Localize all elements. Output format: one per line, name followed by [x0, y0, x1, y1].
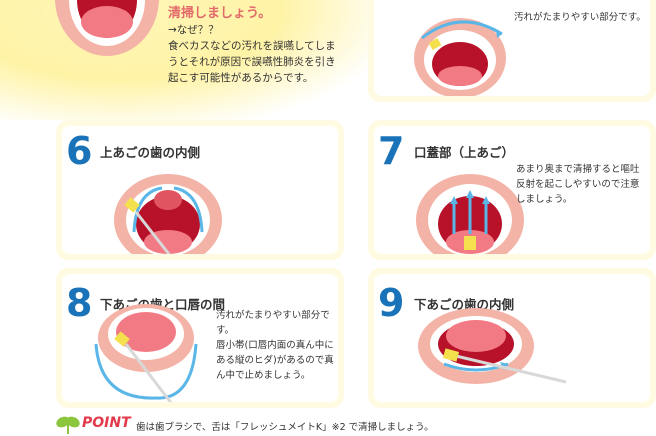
card-8-number: 8 — [66, 281, 92, 325]
leaf-icon — [56, 416, 80, 434]
point-text: 歯は歯ブラシで、舌は「フレッシュメイトK」※2 で清掃しましょう。 — [136, 422, 434, 433]
top-title: 清掃しましょう。 — [168, 6, 272, 21]
mouth-illustration-7 — [416, 174, 524, 254]
top-note: →なぜ？？ 食べカスなどの汚れを誤嚥してしまうとそれが原因で誤嚥性肺炎を引き起こ… — [168, 24, 336, 84]
mouth-illustration-top — [55, 0, 159, 56]
card-6-title: 上あごの歯の内側 — [100, 145, 201, 160]
point-label: POINT — [82, 415, 131, 431]
card-7-number: 7 — [378, 129, 404, 173]
mouth-illustration-9 — [418, 308, 567, 384]
card-9: 9 下あごの歯の内側 — [368, 268, 656, 408]
mouth-illustration-8 — [94, 304, 198, 402]
card-7-desc: あまり奥まで清掃すると嘔吐反射を起こしやすいので注意しましょう。 — [516, 164, 640, 205]
card-5-desc: 汚れがたまりやすい部分です。 — [514, 12, 646, 23]
card-8: 8 下あごの歯と口唇の間 汚れがたまりやすい部分です。 唇小帯(口唇内面の真ん中… — [56, 268, 344, 408]
card-9-title: 下あごの歯の内側 — [414, 297, 515, 312]
mouth-illustration-6 — [114, 174, 222, 254]
card-7-title: 口蓋部（上あご） — [414, 145, 515, 160]
card-9-number: 9 — [378, 281, 404, 325]
card-6-number: 6 — [66, 129, 92, 173]
card-5: 汚れがたまりやすい部分です。 — [368, 0, 656, 102]
card-8-desc: 汚れがたまりやすい部分です。 唇小帯(口唇内面の真ん中にある縦のヒダ)があるので… — [216, 310, 334, 381]
card-6: 6 上あごの歯の内側 — [56, 120, 344, 260]
card-7: 7 口蓋部（上あご） あまり奥まで清掃すると嘔吐反射を起こしやすいので注意しまし… — [368, 120, 656, 260]
mouth-illustration-5 — [414, 18, 506, 96]
